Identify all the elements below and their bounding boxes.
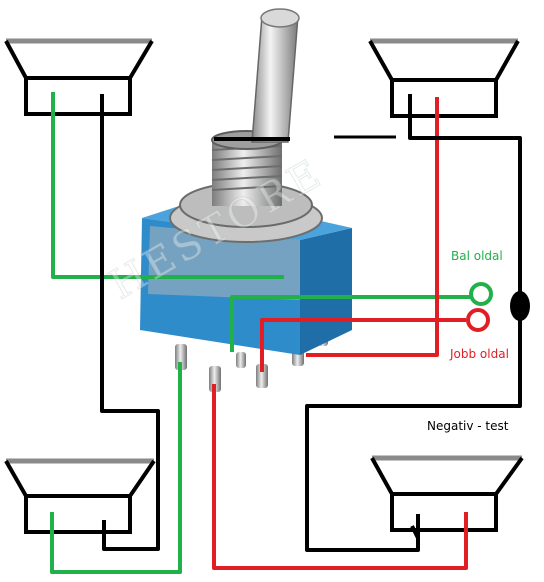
black-wire-negative-loop bbox=[305, 94, 522, 552]
speaker-top-left bbox=[4, 38, 154, 116]
red-wire-top-right-speaker bbox=[306, 97, 439, 357]
speaker-cone-outline bbox=[4, 459, 156, 498]
red-wiring bbox=[212, 97, 468, 570]
switch-pin bbox=[236, 352, 246, 368]
green-wire-bottom-left-speaker bbox=[50, 362, 182, 574]
speaker-cone-outline bbox=[370, 456, 524, 496]
speaker-magnet-box bbox=[390, 492, 498, 532]
right-input-terminal bbox=[466, 308, 490, 332]
black-wiring bbox=[100, 94, 522, 552]
switch-pin bbox=[256, 364, 268, 388]
speaker-bottom-right bbox=[370, 455, 524, 532]
switch-threaded-bushing bbox=[212, 140, 282, 206]
red-wire-to-jobb-terminal bbox=[260, 318, 466, 372]
switch-lever bbox=[251, 15, 299, 143]
label-jobb-oldal: Jobb oldal bbox=[449, 347, 509, 361]
speaker-magnet-box bbox=[390, 78, 498, 118]
black-wire-speaker-lead bbox=[410, 525, 420, 539]
speaker-cone-outline bbox=[4, 39, 154, 80]
green-wire-to-bal-terminal bbox=[230, 295, 470, 352]
black-wire-top-left-speaker bbox=[100, 94, 160, 551]
label-bal-oldal: Bal oldal bbox=[451, 249, 503, 263]
green-wiring bbox=[50, 92, 470, 574]
switch-body-side bbox=[300, 228, 352, 355]
green-wire-top-left-speaker bbox=[51, 92, 284, 279]
speaker-bottom-left bbox=[4, 458, 156, 534]
switch-metal-plate bbox=[148, 226, 300, 300]
switch-lever-tip bbox=[260, 8, 300, 28]
label-negativ-test: Negativ - test bbox=[427, 419, 509, 433]
speaker-magnet-box bbox=[24, 494, 132, 534]
left-input-terminal bbox=[469, 282, 493, 306]
speaker-top-right bbox=[368, 38, 520, 118]
red-wire-bottom-right-speaker bbox=[212, 384, 468, 570]
speaker-magnet-box bbox=[24, 76, 132, 116]
negative-junction bbox=[510, 291, 530, 321]
speaker-cone-outline bbox=[368, 40, 520, 82]
